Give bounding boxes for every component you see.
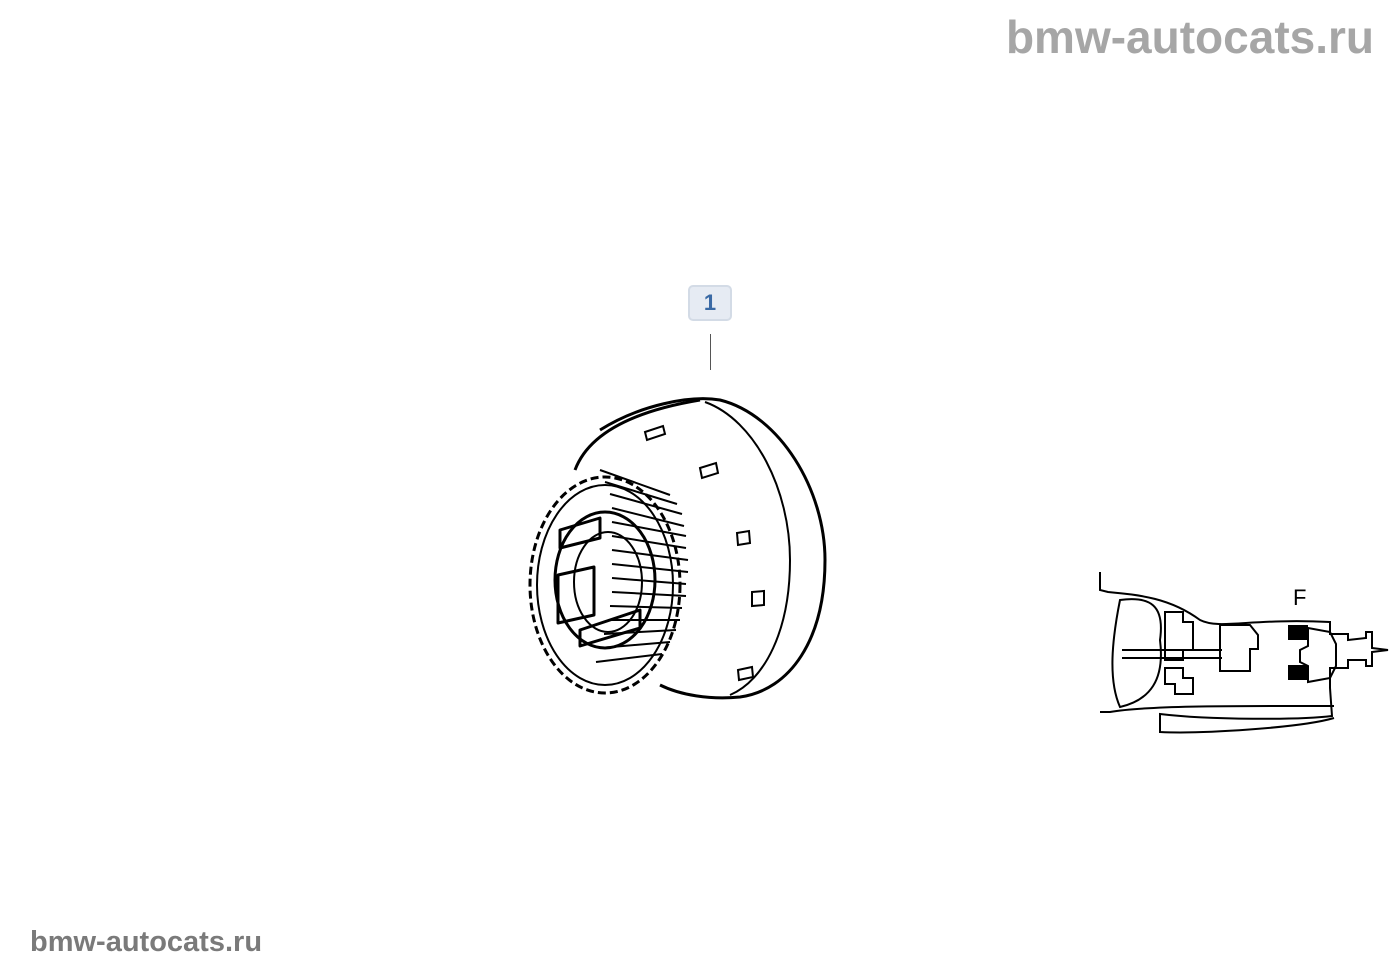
- callout-leader-line: [710, 334, 711, 370]
- clutch-drum-illustration: [528, 397, 827, 700]
- watermark-top: bmw-autocats.ru: [1005, 11, 1374, 63]
- part-callout-1[interactable]: 1: [688, 285, 732, 321]
- inset-label-f: F: [1293, 585, 1306, 610]
- transmission-location-inset: [1099, 572, 1389, 734]
- watermark-bottom: bmw-autocats.ru: [30, 926, 263, 958]
